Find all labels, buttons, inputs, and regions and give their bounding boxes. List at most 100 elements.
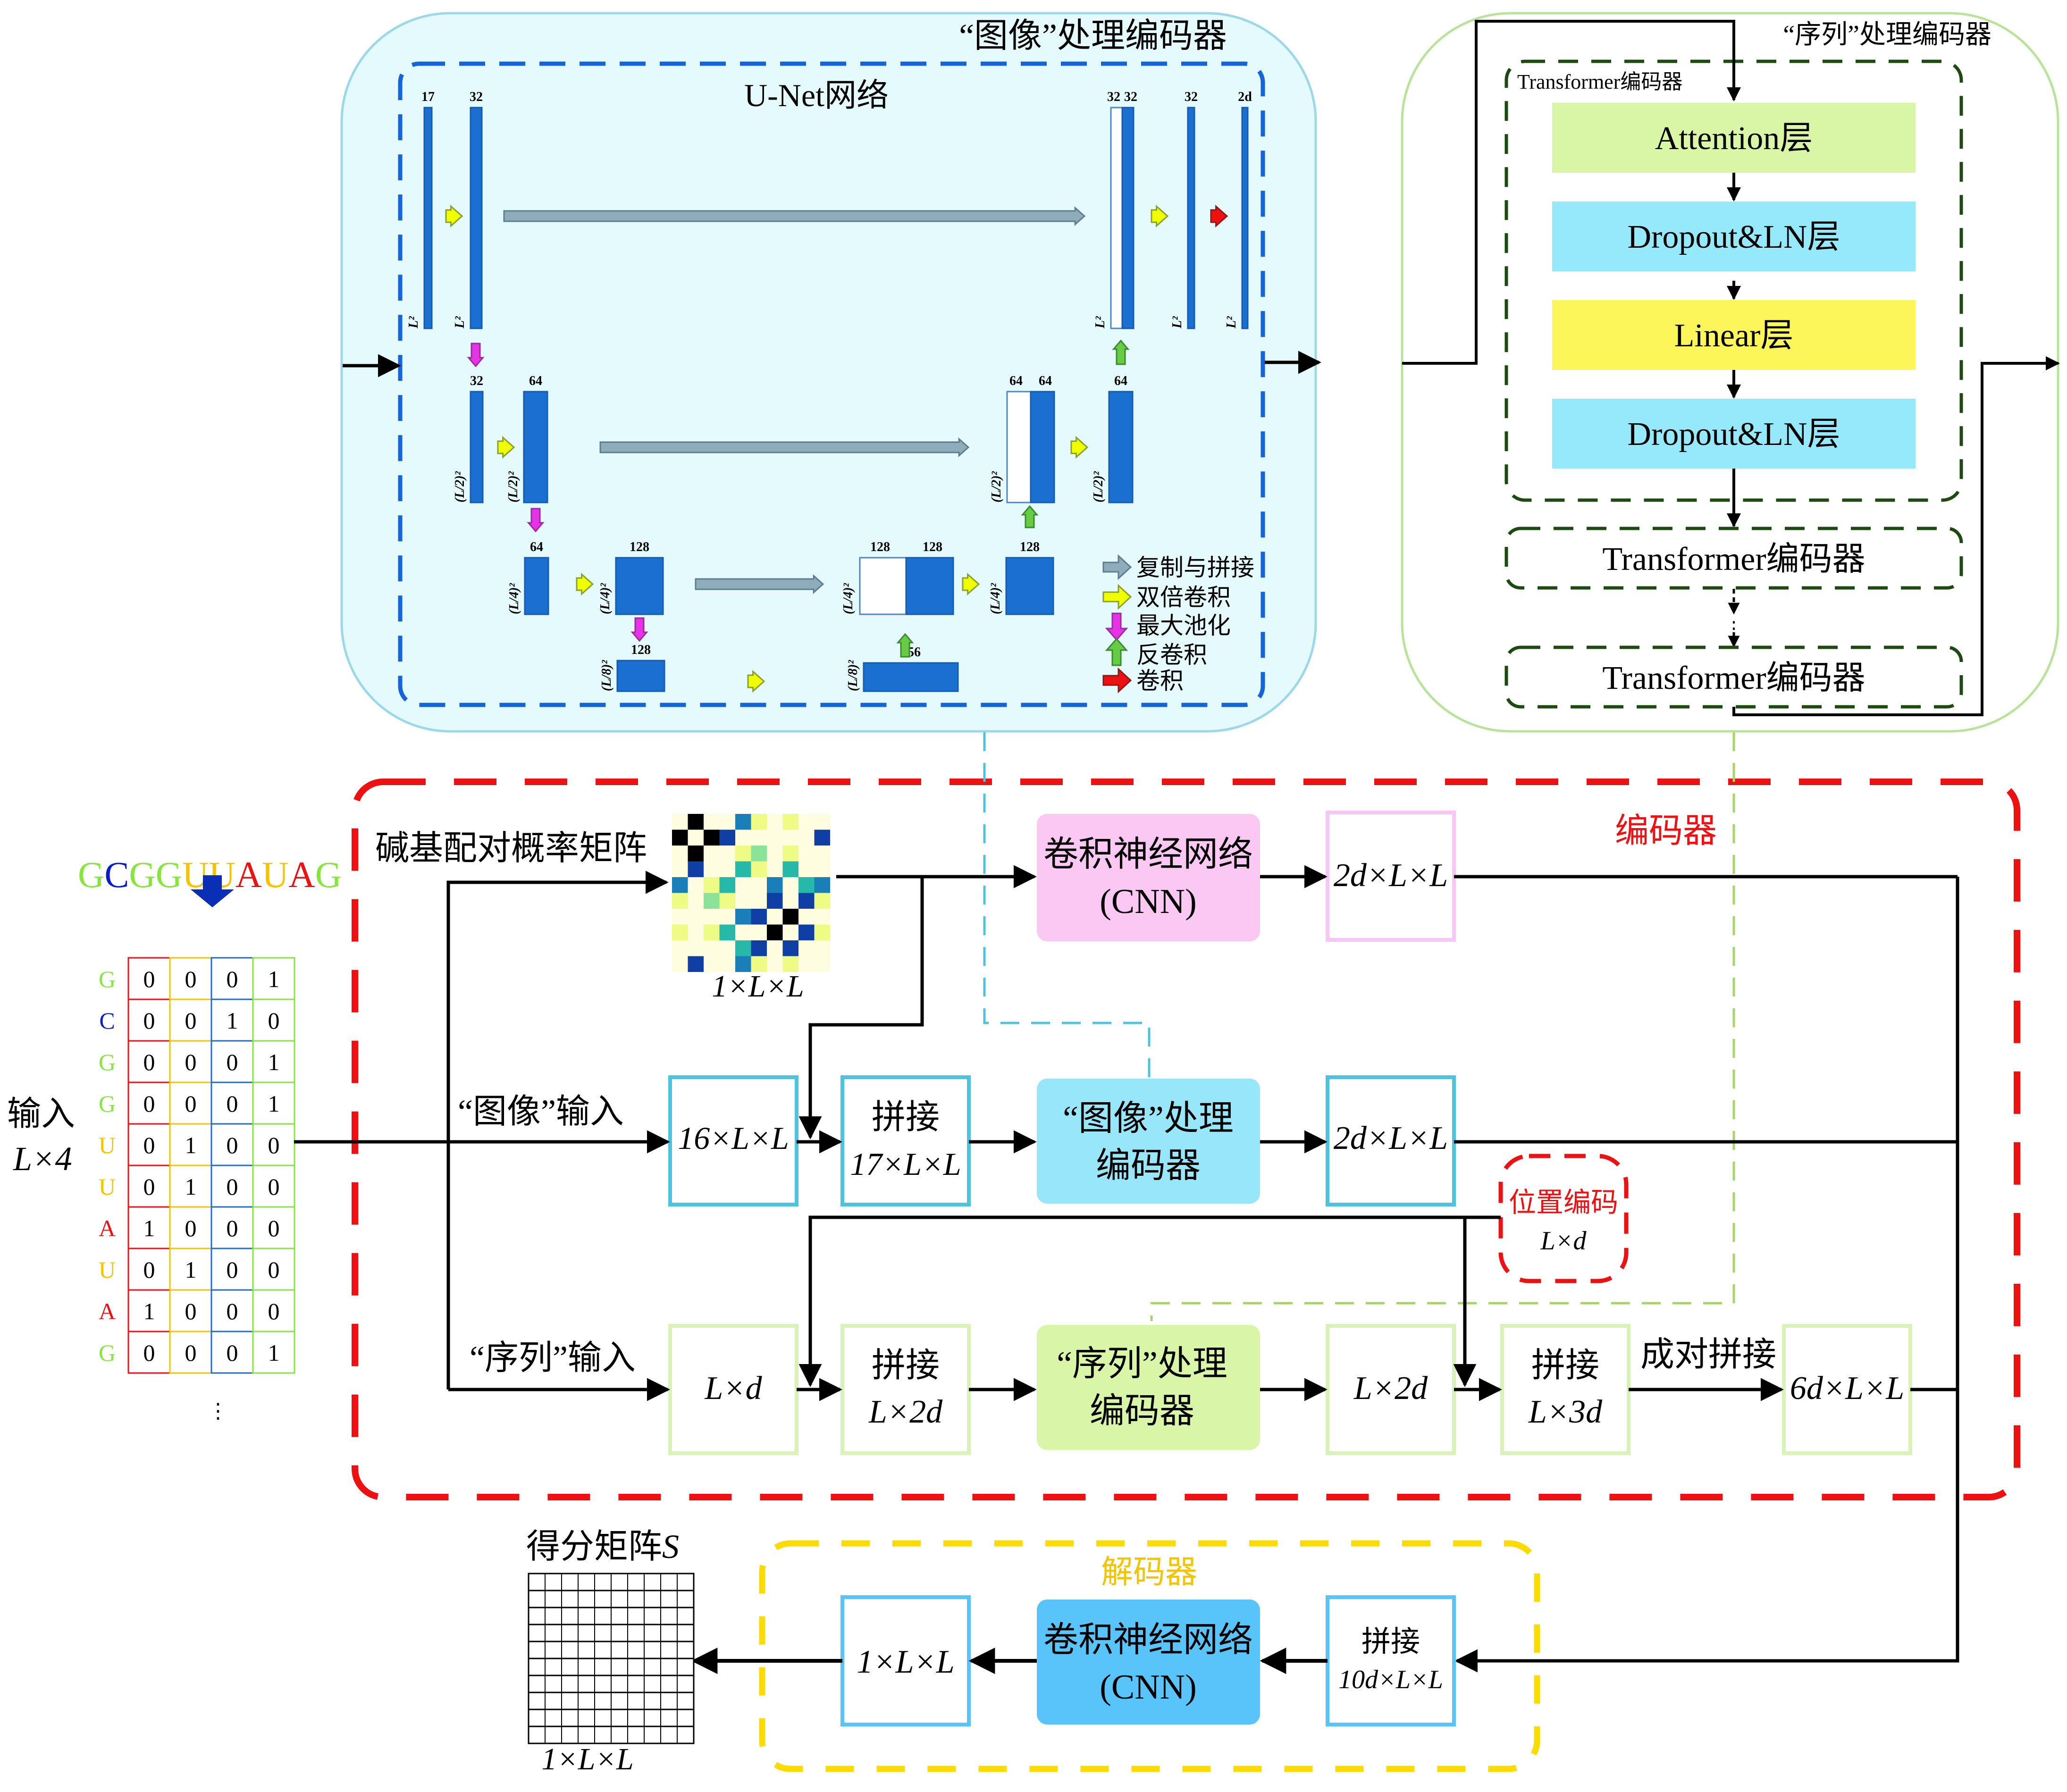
one-hot-cell <box>169 1206 212 1249</box>
heatmap-cell <box>672 861 688 877</box>
row-base-label: A <box>99 1298 116 1324</box>
unet-feature-map-r3_c4: 128(L/4)² <box>988 540 1054 615</box>
max-pool-arrow-icon <box>467 343 485 368</box>
heatmap-cell <box>688 940 704 956</box>
pairwise-output-box <box>1782 1324 1912 1455</box>
heatmap-cell <box>735 924 751 940</box>
heatmap-cell <box>782 861 798 877</box>
heatmap-cell <box>751 924 767 940</box>
dropout-ln-layer-1 <box>1552 201 1916 271</box>
heatmap-cell <box>735 814 751 830</box>
feature-map-block <box>863 662 959 692</box>
sequence-concat-shape: L×2d <box>868 1394 943 1430</box>
feature-map-block <box>1241 107 1249 329</box>
unet-feature-map-r4_c1: 128(L/8)² <box>599 643 665 692</box>
legend-label: 最大池化 <box>1136 612 1231 639</box>
max-pool-arrow-icon <box>527 508 545 533</box>
sequence-concat-box <box>840 1324 971 1455</box>
flow-arrow-icon <box>497 435 515 459</box>
base-letter: G <box>78 854 104 895</box>
heatmap-cell <box>704 829 720 846</box>
channel-label: 32 <box>1124 90 1137 104</box>
transformer-encoder-stack-2-label: Transformer编码器 <box>1602 541 1865 578</box>
flow-arrow-icon <box>503 206 1086 226</box>
decoder-title: 解码器 <box>1101 1554 1197 1590</box>
legend-label: 反卷积 <box>1136 642 1207 668</box>
unet-feature-map-r2_c1: 32(L/2)² <box>453 374 484 503</box>
sequence-processing-label-2: 编码器 <box>1090 1392 1194 1431</box>
unet-feature-map-r2_c3a: 64 <box>1006 374 1032 503</box>
one-hot-value: 0 <box>227 1049 238 1075</box>
heatmap-cell <box>798 877 815 893</box>
heatmap-cell <box>704 924 720 940</box>
heatmap-cell <box>767 846 783 862</box>
heatmap-cell <box>672 877 688 893</box>
channel-label: 64 <box>1114 374 1127 388</box>
flow-arrow-icon <box>599 437 970 457</box>
channel-label: 64 <box>1009 374 1023 388</box>
heatmap-cell <box>688 814 704 830</box>
one-hot-value: 0 <box>227 1256 238 1283</box>
heatmap-cell <box>751 861 767 877</box>
base-letter: G <box>156 854 182 895</box>
one-hot-value: 0 <box>268 1215 280 1241</box>
encoder-title: 编码器 <box>1615 812 1717 850</box>
heatmap-cell <box>798 924 815 940</box>
one-hot-cell <box>169 1081 212 1125</box>
one-hot-value: 0 <box>143 1340 155 1366</box>
spatial-size-label: L² <box>1224 316 1239 329</box>
one-hot-value: 0 <box>268 1173 280 1200</box>
one-hot-value: 0 <box>185 1090 197 1117</box>
heatmap-cell <box>719 940 735 956</box>
image-output-box <box>1326 1075 1456 1206</box>
one-hot-value: 0 <box>268 1007 280 1034</box>
legend-item-double-conv: 双倍卷积 <box>1102 584 1231 611</box>
unet-feature-map-r1_c3a: 32 <box>1107 90 1123 329</box>
unet-legend: 复制与拼接 双倍卷积 最大池化 反卷积 卷积 <box>1102 554 1254 694</box>
one-hot-cell <box>252 1206 295 1249</box>
sequence-encoder-background <box>1401 12 2059 733</box>
heatmap-cell <box>751 877 767 893</box>
legend-item-max-pool: 最大池化 <box>1105 612 1231 641</box>
heatmap-cell <box>814 829 830 846</box>
heatmap-cell <box>719 861 735 877</box>
one-hot-cell <box>169 998 212 1042</box>
sequence-encoder-panel: “序列”处理编码器 Transformer编码器 Attention层 Drop… <box>1401 12 2060 733</box>
image-processing-encoder-block[interactable] <box>1037 1079 1260 1204</box>
feature-map-block <box>615 557 664 615</box>
heatmap-cell <box>782 940 798 956</box>
base-letter: U <box>262 854 288 895</box>
image-output-shape: 2d×L×L <box>1334 1120 1448 1156</box>
one-hot-value: 0 <box>227 966 238 992</box>
spatial-size-label: (L/4)² <box>598 583 613 614</box>
heatmap-cell <box>751 940 767 956</box>
heatmap-cell <box>735 861 751 877</box>
base-letter: A <box>235 854 262 895</box>
encoder-connectors <box>294 865 1959 1673</box>
heatmap-cell <box>751 814 767 830</box>
one-hot-cell <box>210 1289 254 1332</box>
unet-title: U-Net网络 <box>744 77 889 113</box>
one-hot-value: 0 <box>185 1007 197 1034</box>
decoder-concat-shape: 10d×L×L <box>1338 1665 1443 1694</box>
one-hot-value: 1 <box>143 1215 155 1241</box>
heatmap-cell <box>704 909 720 925</box>
heatmap-cell <box>735 909 751 925</box>
heatmap-cell <box>814 861 830 877</box>
image-concat-box <box>840 1075 971 1206</box>
sequence-processing-encoder-block[interactable] <box>1037 1325 1260 1450</box>
one-hot-value: 0 <box>227 1090 238 1117</box>
double-conv-arrow-icon <box>1102 584 1132 610</box>
one-hot-value: 0 <box>268 1298 280 1324</box>
image-encoder-title: “图像”处理编码器 <box>959 17 1227 55</box>
one-hot-value: 1 <box>143 1298 155 1324</box>
channel-label: 32 <box>470 374 483 388</box>
sequence-feature-box <box>668 1324 798 1455</box>
heatmap-cell <box>767 829 783 846</box>
one-hot-cell <box>169 1331 212 1374</box>
